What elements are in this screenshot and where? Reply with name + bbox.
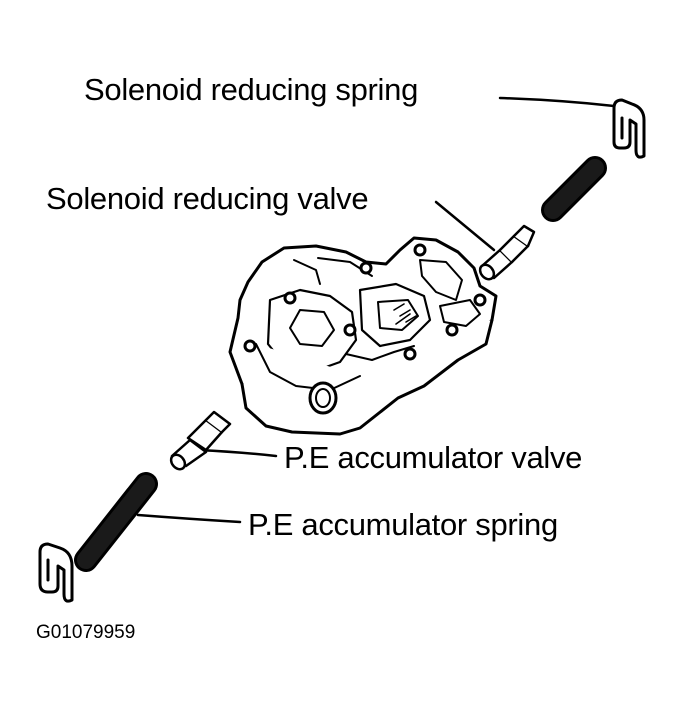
solenoid-spring-retainer-clip	[612, 98, 646, 159]
solenoid-reducing-valve	[478, 224, 536, 281]
label-solenoid-reducing-spring: Solenoid reducing spring	[84, 72, 419, 107]
valve-body	[228, 236, 498, 436]
leader-line-solenoid-spring	[498, 96, 616, 108]
label-solenoid-reducing-valve: Solenoid reducing valve	[46, 181, 369, 216]
leader-line-pe-valve	[196, 448, 278, 458]
label-pe-accumulator-valve: P.E accumulator valve	[284, 440, 583, 475]
leader-line-pe-spring	[136, 513, 242, 524]
figure-id: G01079959	[36, 622, 136, 643]
pe-accumulator-valve	[169, 410, 232, 471]
pe-accumulator-spring	[74, 472, 158, 572]
label-pe-accumulator-spring: P.E accumulator spring	[248, 507, 558, 542]
solenoid-reducing-spring	[541, 156, 607, 222]
leader-line-solenoid-valve	[434, 200, 496, 252]
pe-spring-retainer-clip	[38, 542, 74, 603]
